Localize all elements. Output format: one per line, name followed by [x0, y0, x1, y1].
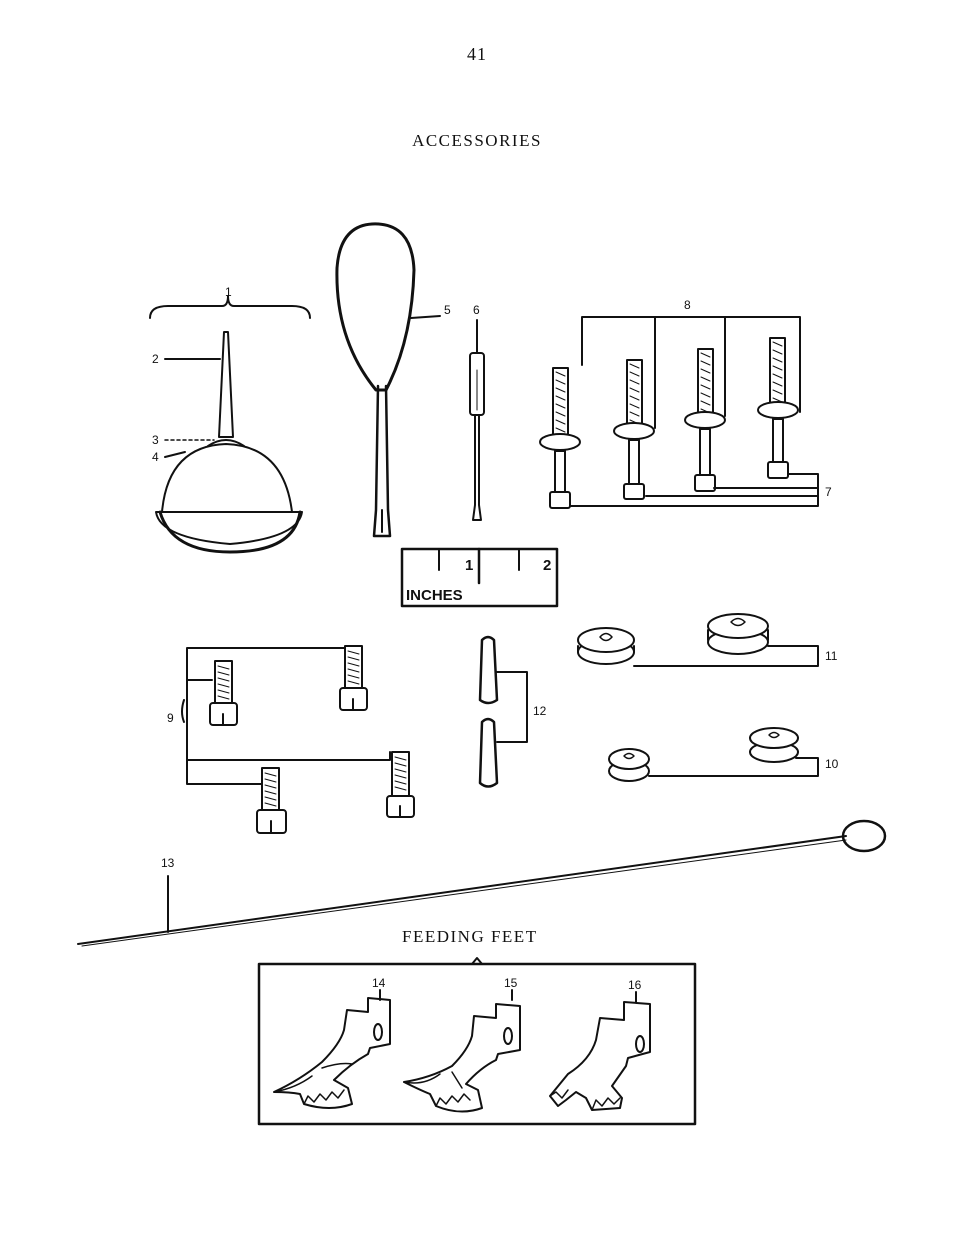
small-screwdriver: 6 [469, 303, 485, 521]
screws: 9 [167, 645, 415, 834]
callout-2: 2 [152, 352, 159, 366]
page-number: 41 [467, 44, 487, 64]
callout-16: 16 [628, 978, 642, 992]
ruler-label-1: 1 [465, 557, 473, 574]
foot-14-body [273, 997, 391, 1109]
callout-14: 14 [372, 976, 386, 990]
foot-15-body [403, 1003, 521, 1113]
callout-3: 3 [152, 433, 159, 447]
can-rim [155, 511, 303, 545]
foot-16-hole [635, 1035, 645, 1053]
spool-pin-2 [613, 359, 655, 500]
foot-16-teeth [591, 1097, 621, 1111]
feeding-foot-14: 14 [273, 976, 391, 1109]
threader-wire: 13 [77, 819, 887, 947]
callout-11: 11 [825, 649, 838, 663]
large-screwdriver: 5 [335, 222, 451, 538]
can-dome [161, 443, 293, 513]
callout-5: 5 [444, 303, 451, 317]
feeding-feet-title: FEEDING FEET [402, 927, 538, 946]
small-screwdriver-handle [469, 352, 485, 416]
wire-shadow [81, 839, 847, 947]
leader-5 [410, 315, 441, 319]
callout-8: 8 [684, 298, 691, 312]
callout-12: 12 [533, 704, 547, 718]
feeding-feet-frame [257, 962, 697, 1126]
bracket-10 [648, 757, 819, 777]
can-base [158, 510, 302, 554]
bracket-8 [581, 316, 801, 429]
small-screwdriver-shaft [472, 414, 482, 521]
frame-notch [471, 957, 483, 965]
wire-loop [841, 819, 887, 853]
callout-9: 9 [167, 711, 174, 725]
inch-ruler: 1 2 INCHES [400, 547, 559, 608]
bobbin-11a [577, 627, 635, 665]
bobbins-large: 11 [577, 613, 838, 667]
foot-16-body [549, 1001, 651, 1111]
spout [218, 331, 234, 438]
callout-15: 15 [504, 976, 518, 990]
callout-1: 1 [225, 285, 232, 299]
callout-7: 7 [825, 485, 832, 499]
cone-1 [478, 635, 499, 705]
oil-can: 1 2 3 4 [149, 285, 311, 554]
foot-14-hole [373, 1023, 383, 1041]
feeding-foot-15: 15 [403, 976, 521, 1113]
bracket-12 [495, 671, 528, 743]
foot-14-teeth [303, 1089, 345, 1105]
spool-pins: 8 [539, 298, 832, 509]
wire [77, 835, 847, 945]
callout-13: 13 [161, 856, 175, 870]
ruler-label-2: 2 [543, 557, 551, 574]
leader-4 [164, 451, 186, 458]
screw-4 [386, 751, 415, 818]
bobbin-10a [608, 748, 650, 782]
screwdriver-shaft [372, 384, 392, 538]
brace-1 [149, 295, 311, 319]
bobbin-11b [707, 613, 769, 655]
spool-pin-1 [539, 367, 581, 509]
bracket-7 [569, 473, 819, 507]
spool-pin-3 [684, 348, 726, 492]
brace-9 [181, 699, 185, 723]
bobbin-10b [749, 727, 799, 763]
screwdriver-loop-handle [335, 222, 416, 392]
foot-15-teeth [435, 1093, 471, 1107]
spool-cones: 12 [478, 635, 547, 788]
bobbins-small: 10 [608, 727, 839, 782]
bracket-11 [633, 645, 819, 667]
bracket-9 [186, 647, 391, 785]
foot-15-hole [503, 1027, 513, 1045]
callout-10: 10 [825, 757, 839, 771]
screw-2 [339, 645, 368, 711]
cone-2 [478, 717, 499, 788]
screw-1 [209, 660, 238, 726]
screw-3 [256, 767, 287, 834]
callout-4: 4 [152, 450, 159, 464]
spout-collar [207, 439, 245, 447]
page-title: ACCESSORIES [412, 131, 542, 150]
callout-6: 6 [473, 303, 480, 317]
feeding-foot-16: 16 [549, 978, 651, 1111]
ruler-unit-label: INCHES [406, 587, 463, 604]
spool-pin-4 [757, 337, 799, 479]
